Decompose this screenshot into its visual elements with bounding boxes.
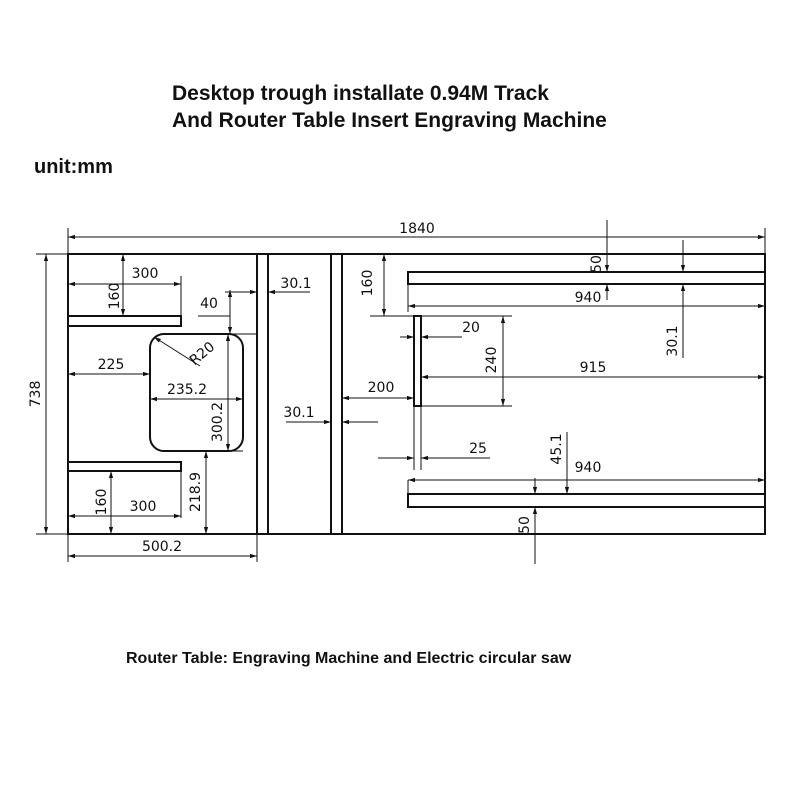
label-50-top: 50 — [589, 255, 605, 273]
left-slot-top — [68, 315, 182, 327]
insert-slot — [413, 315, 422, 407]
label-r20: R20 — [187, 339, 218, 369]
label-30-1-right: 30.1 — [665, 325, 681, 356]
label-160-top: 160 — [107, 283, 123, 310]
caption: Router Table: Engraving Machine and Elec… — [126, 650, 572, 667]
label-218-9: 218.9 — [188, 472, 204, 512]
label-240: 240 — [484, 347, 500, 374]
label-300-bottom: 300 — [130, 499, 157, 515]
label-300-2: 300.2 — [210, 402, 226, 442]
track-top — [407, 271, 765, 285]
label-30-1-top: 30.1 — [280, 276, 311, 292]
label-300-top: 300 — [132, 266, 159, 282]
label-25: 25 — [469, 441, 487, 457]
left-slot-bottom — [68, 461, 182, 472]
label-45-1: 45.1 — [549, 433, 565, 464]
label-235-2: 235.2 — [167, 382, 207, 398]
label-940-bottom: 940 — [575, 460, 602, 476]
title-line-1: Desktop trough installate 0.94M Track — [172, 82, 549, 105]
label-30-1-bottom: 30.1 — [283, 405, 314, 421]
label-940-top: 940 — [575, 290, 602, 306]
leader-r20 — [153, 336, 201, 367]
table-outline — [67, 253, 766, 535]
label-500-2: 500.2 — [142, 539, 182, 555]
label-20: 20 — [462, 320, 480, 336]
label-40: 40 — [200, 296, 218, 312]
label-915: 915 — [580, 360, 607, 376]
label-200: 200 — [368, 380, 395, 396]
label-160-right: 160 — [360, 270, 376, 297]
label-overall-length: 1840 — [399, 221, 435, 237]
unit-label: unit:mm — [34, 156, 113, 178]
title-line-2: And Router Table Insert Engraving Machin… — [172, 109, 607, 132]
label-225: 225 — [98, 357, 125, 373]
label-160-bottom: 160 — [94, 489, 110, 516]
track-bottom — [407, 493, 765, 508]
label-50-bottom: 50 — [517, 516, 533, 534]
label-overall-width: 738 — [28, 381, 44, 408]
